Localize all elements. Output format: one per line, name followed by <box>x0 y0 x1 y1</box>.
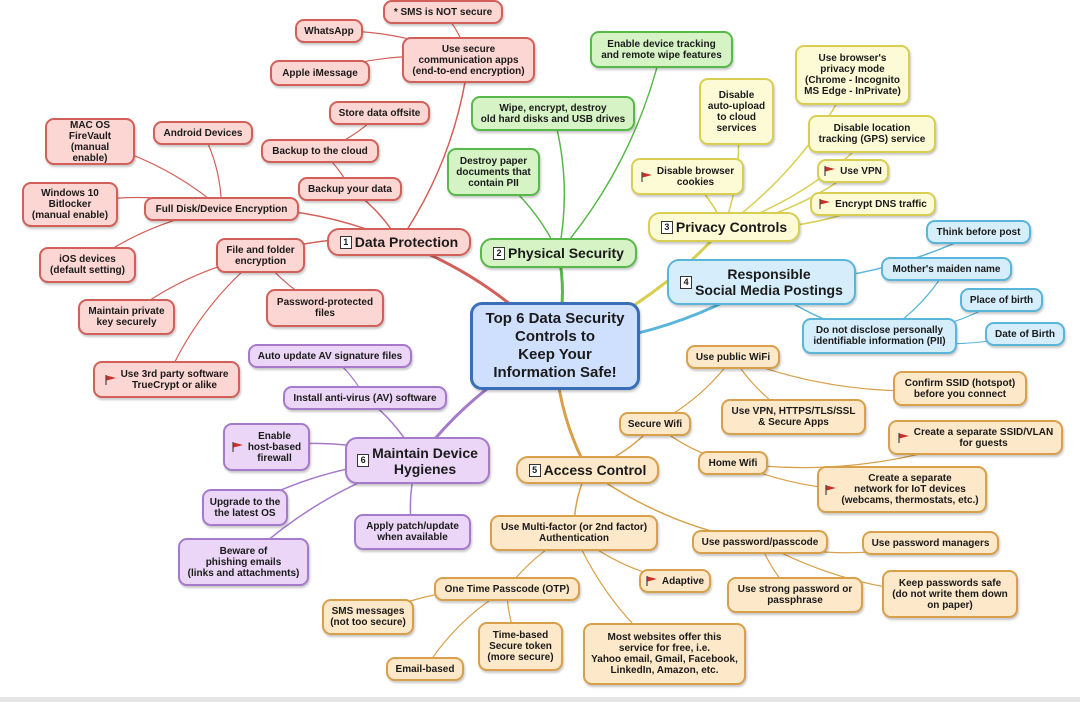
node-adaptive: Adaptive <box>639 569 711 593</box>
node-destroy-paper: Destroy paper documents that contain PII <box>447 148 540 196</box>
node-truecrypt: Use 3rd party software TrueCrypt or alik… <box>93 361 240 398</box>
node-place-of-birth: Place of birth <box>960 288 1043 312</box>
node-password: Use password/passcode <box>692 530 828 554</box>
node-vpn-https: Use VPN, HTTPS/TLS/SSL & Secure Apps <box>721 399 866 435</box>
connector-secure-comm-apps <box>398 59 470 243</box>
branch-label: Physical Security <box>508 245 624 261</box>
central-topic: Top 6 Data Security Controls to Keep You… <box>470 302 640 390</box>
node-sms-messages: SMS messages (not too secure) <box>322 599 414 635</box>
node-text: Encrypt DNS traffic <box>835 198 927 210</box>
node-full-disk: Full Disk/Device Encryption <box>144 197 299 221</box>
node-text: Adaptive <box>661 575 705 587</box>
bottom-border <box>0 697 1080 702</box>
node-host-firewall: Enable host-based firewall <box>223 423 310 471</box>
connector-device-tracking <box>557 48 663 254</box>
node-disable-upload: Disable auto-upload to cloud services <box>699 78 774 145</box>
node-public-wifi: Use public WiFi <box>686 345 780 369</box>
node-auto-update-av: Auto update AV signature files <box>248 344 412 368</box>
node-keep-passwords-safe: Keep passwords safe (do not write them d… <box>882 570 1018 618</box>
node-device-tracking: Enable device tracking and remote wipe f… <box>590 31 733 68</box>
node-backup-data: Backup your data <box>298 177 402 201</box>
node-maiden-name: Mother's maiden name <box>881 257 1012 281</box>
node-android: Android Devices <box>153 121 253 145</box>
node-apply-patch: Apply patch/update when available <box>354 514 471 550</box>
branch-label: Privacy Controls <box>675 219 788 235</box>
node-pii: Do not disclose personally identifiable … <box>802 318 957 354</box>
branch-number-2: 2 <box>493 246 506 260</box>
flag-icon <box>646 576 657 586</box>
flag-icon <box>819 199 831 209</box>
node-text: Use VPN <box>840 165 882 177</box>
node-private-key: Maintain private key securely <box>78 299 175 335</box>
branch-label: Data Protection <box>354 234 459 250</box>
branch-label: Maintain Device Hygienes <box>372 444 478 477</box>
node-phishing: Beware of phishing emails (links and att… <box>178 538 309 586</box>
node-upgrade-os: Upgrade to the the latest OS <box>202 489 288 526</box>
node-secure-comm-apps: Use secure communication apps (end-to-en… <box>402 37 535 83</box>
node-text: Create a separate SSID/VLAN for guests <box>913 426 1054 449</box>
node-win10: Windows 10 Bitlocker (manual enable) <box>22 182 118 227</box>
connector-wipe-disks <box>552 112 566 254</box>
node-email-based: Email-based <box>386 657 464 681</box>
node-text: Disable browser cookies <box>656 165 735 188</box>
node-store-offsite: Store data offsite <box>329 101 430 125</box>
node-sms-not-secure: * SMS is NOT secure <box>383 0 503 24</box>
node-date-of-birth: Date of Birth <box>985 322 1065 346</box>
node-privacy-mode: Use browser's privacy mode (Chrome - Inc… <box>795 45 910 105</box>
branch-number-6: 6 <box>357 454 370 467</box>
node-wipe-disks: Wipe, encrypt, destroy old hard disks an… <box>471 96 635 131</box>
node-text: Use 3rd party software TrueCrypt or alik… <box>120 368 229 391</box>
branch-number-3: 3 <box>660 220 673 234</box>
branch-number-1: 1 <box>339 235 352 249</box>
node-password-managers: Use password managers <box>862 531 999 555</box>
node-confirm-ssid: Confirm SSID (hotspot) before you connec… <box>893 371 1027 406</box>
node-disable-cookies: Disable browser cookies <box>631 158 744 195</box>
node-mfa: Use Multi-factor (or 2nd factor) Authent… <box>490 515 658 551</box>
branch-number-5: 5 <box>528 463 541 477</box>
node-time-token: Time-based Secure token (more secure) <box>478 622 563 671</box>
node-whatsapp: WhatsApp <box>295 19 363 43</box>
node-text: Create a separate network for IoT device… <box>841 473 979 506</box>
node-file-folder: File and folder encryption <box>216 238 305 273</box>
node-websites: Most websites offer this service for fre… <box>583 623 746 685</box>
node-use-vpn: Use VPN <box>817 159 889 183</box>
node-ios: iOS devices (default setting) <box>39 247 136 283</box>
node-strong-password: Use strong password or passphrase <box>727 577 863 613</box>
node-guest-ssid: Create a separate SSID/VLAN for guests <box>888 420 1063 455</box>
node-text: Enable host-based firewall <box>247 430 302 464</box>
node-secure-wifi: Secure Wifi <box>619 412 691 436</box>
branch-label: Access Control <box>543 462 647 478</box>
node-think-before-post: Think before post <box>926 220 1031 244</box>
flag-icon <box>898 432 909 443</box>
flag-icon <box>641 171 652 182</box>
flag-icon <box>825 484 837 495</box>
branch-number-4: 4 <box>680 275 693 289</box>
node-backup-cloud: Backup to the cloud <box>261 139 379 163</box>
node-pw-files: Password-protected files <box>266 289 384 327</box>
node-apple-imessage: Apple iMessage <box>270 60 370 86</box>
branch-label: Responsible Social Media Postings <box>695 266 843 298</box>
flag-icon <box>824 166 836 176</box>
node-disable-location: Disable location tracking (GPS) service <box>808 115 936 153</box>
node-otp: One Time Passcode (OTP) <box>434 577 580 601</box>
node-iot-network: Create a separate network for IoT device… <box>817 466 987 513</box>
node-encrypt-dns: Encrypt DNS traffic <box>810 192 936 216</box>
node-macos: MAC OS FireVault (manual enable) <box>45 118 135 165</box>
flag-icon <box>104 374 116 385</box>
node-home-wifi: Home Wifi <box>698 451 768 475</box>
flag-icon <box>232 442 243 452</box>
node-install-av: Install anti-virus (AV) software <box>283 386 447 410</box>
